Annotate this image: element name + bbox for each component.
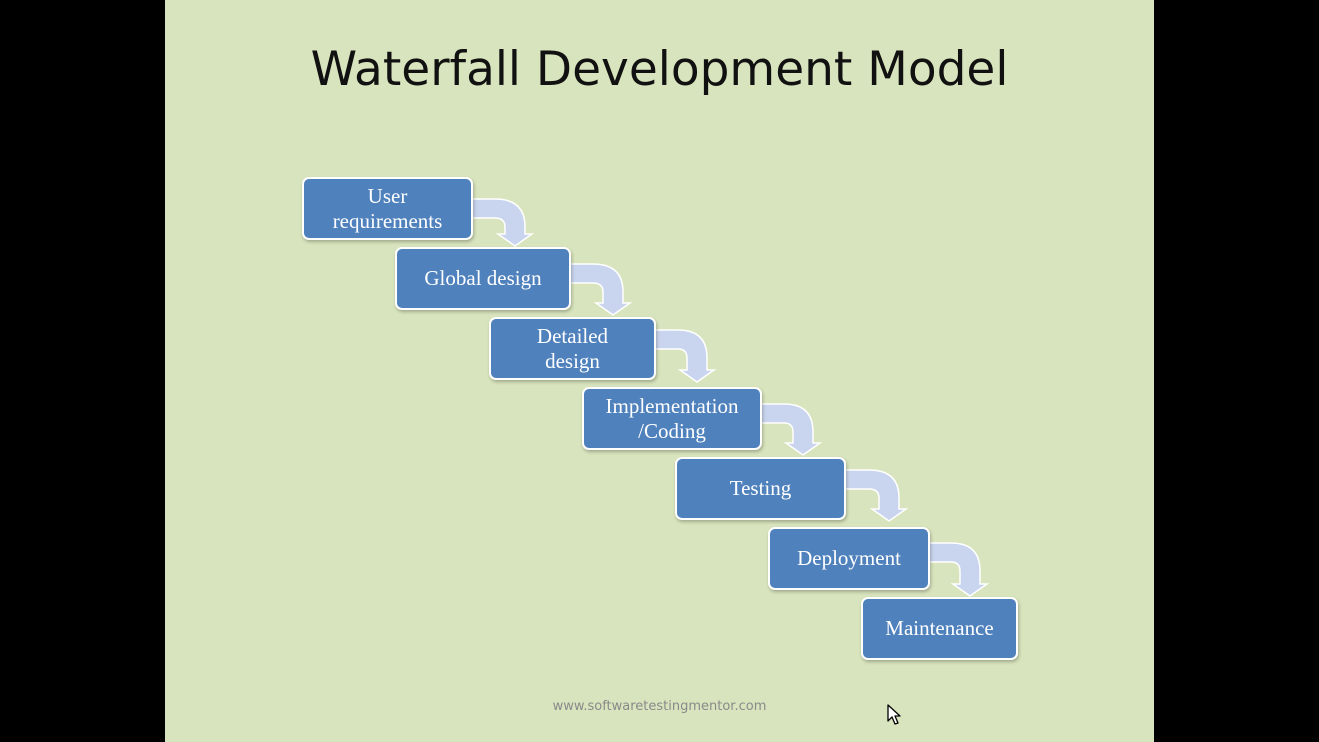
step-testing: Testing bbox=[675, 457, 846, 520]
step-label-line1: Maintenance bbox=[885, 616, 994, 640]
step-label-line2: design bbox=[545, 348, 600, 373]
mouse-pointer-icon bbox=[887, 704, 901, 725]
step-label-line1: Testing bbox=[729, 476, 792, 500]
step-label-line1: Deployment bbox=[797, 546, 901, 570]
bent-down-arrow-icon bbox=[844, 469, 909, 522]
step-label-line1: Global design bbox=[424, 266, 542, 290]
bent-down-arrow-icon bbox=[926, 542, 990, 597]
step-label-line2: /Coding bbox=[638, 418, 706, 443]
step-label-line2: requirements bbox=[332, 208, 443, 233]
step-maintenance: Maintenance bbox=[861, 597, 1018, 660]
step-label-line1: Implementation bbox=[605, 393, 739, 418]
bent-down-arrow-icon bbox=[470, 198, 535, 247]
step-label-line1: User bbox=[367, 183, 408, 208]
step-implementation-coding: Implementation/Coding bbox=[582, 387, 762, 450]
bent-down-arrow-icon bbox=[759, 403, 823, 456]
footer-url: www.softwaretestingmentor.com bbox=[552, 699, 767, 714]
slide-title: Waterfall Development Model bbox=[310, 42, 1009, 97]
step-global-design: Global design bbox=[395, 247, 571, 310]
bent-down-arrow-icon bbox=[568, 263, 633, 316]
step-deployment: Deployment bbox=[768, 527, 930, 590]
step-label-line1: Detailed bbox=[536, 323, 609, 348]
bent-down-arrow-icon bbox=[653, 329, 717, 383]
